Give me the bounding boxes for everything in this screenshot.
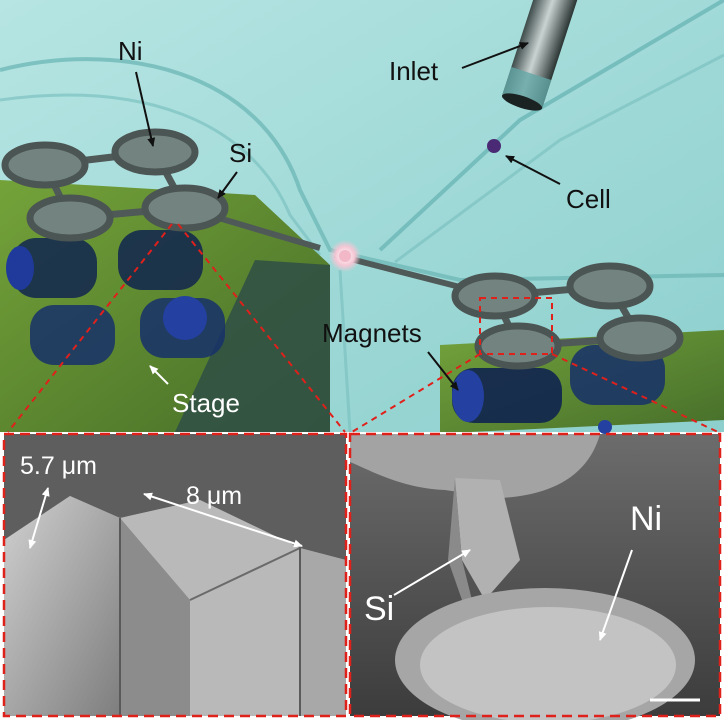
arrow-si-top	[217, 171, 238, 199]
pad-array-left	[1, 128, 321, 251]
magnet	[30, 305, 115, 365]
magnet-face	[6, 246, 34, 290]
arrow-width	[143, 492, 303, 548]
stage-left-side	[175, 260, 330, 432]
arrow-stage	[149, 365, 169, 385]
ni-pad	[111, 128, 199, 176]
magnet	[118, 230, 203, 290]
sem-left-frame	[2, 432, 348, 718]
lower-pad-ni	[420, 607, 676, 720]
si-connector	[455, 478, 520, 600]
zoom-line-right-b	[551, 353, 719, 433]
zoom-box-right	[479, 297, 553, 355]
channel-wall	[0, 57, 724, 283]
channel-wall	[394, 53, 724, 264]
pillar-edge	[189, 547, 301, 601]
magnet-group-left	[6, 230, 225, 365]
zoom-line-left-a	[7, 223, 173, 433]
label-magnets: Magnets	[322, 318, 422, 348]
magnet	[12, 238, 97, 298]
sem-panel-left: 5.7 μm 8 μm	[4, 434, 346, 716]
zoom-guides	[7, 223, 719, 433]
top-panel: Ni Si Inlet Cell Magnets Stage	[0, 0, 724, 434]
arrow-si-sem	[393, 549, 471, 596]
pillar-face	[120, 500, 300, 716]
sem-panel-right: Si Ni	[350, 434, 720, 720]
label-inlet: Inlet	[389, 56, 439, 86]
si-connector-side	[448, 478, 472, 600]
pillar-face	[120, 518, 190, 716]
zoom-line-right-a	[351, 353, 481, 433]
inlet-needle	[501, 0, 584, 111]
label-height: 5.7 μm	[20, 452, 97, 480]
arrow-inlet	[461, 42, 529, 69]
label-ni-top: Ni	[118, 36, 143, 66]
arrow-ni-sem	[598, 549, 633, 641]
cell	[487, 139, 501, 153]
channel-wall	[338, 269, 352, 433]
label-cell: Cell	[566, 184, 611, 214]
pillar-face	[4, 496, 120, 716]
arrow-cell	[505, 155, 561, 185]
zoom-line-left-b	[177, 223, 346, 433]
arrow-height	[28, 487, 50, 549]
sem-right-frame	[348, 432, 722, 718]
ni-pad	[141, 184, 229, 232]
channel-wall	[378, 0, 724, 252]
pillar-face	[300, 548, 346, 716]
magnet-face	[452, 370, 484, 422]
label-si-sem: Si	[364, 590, 394, 628]
ni-pad	[451, 272, 539, 320]
ni-pad	[1, 141, 89, 189]
channel-wall	[0, 93, 322, 256]
label-si-top: Si	[229, 138, 252, 168]
ni-pad	[596, 314, 684, 362]
ni-pad	[26, 194, 114, 242]
ni-pad	[566, 262, 654, 310]
upper-pad	[350, 434, 600, 498]
needle-opening	[501, 93, 543, 111]
ni-pad	[474, 322, 562, 370]
trapped-cell	[339, 250, 351, 262]
label-width: 8 μm	[186, 482, 242, 510]
label-stage: Stage	[172, 388, 240, 418]
magnet-face	[598, 420, 612, 434]
label-ni-sem: Ni	[630, 500, 662, 538]
pad-array-right	[334, 252, 684, 370]
arrow-ni-top	[135, 71, 156, 147]
magnet-face	[163, 296, 207, 340]
arrow-magnets	[427, 351, 459, 391]
